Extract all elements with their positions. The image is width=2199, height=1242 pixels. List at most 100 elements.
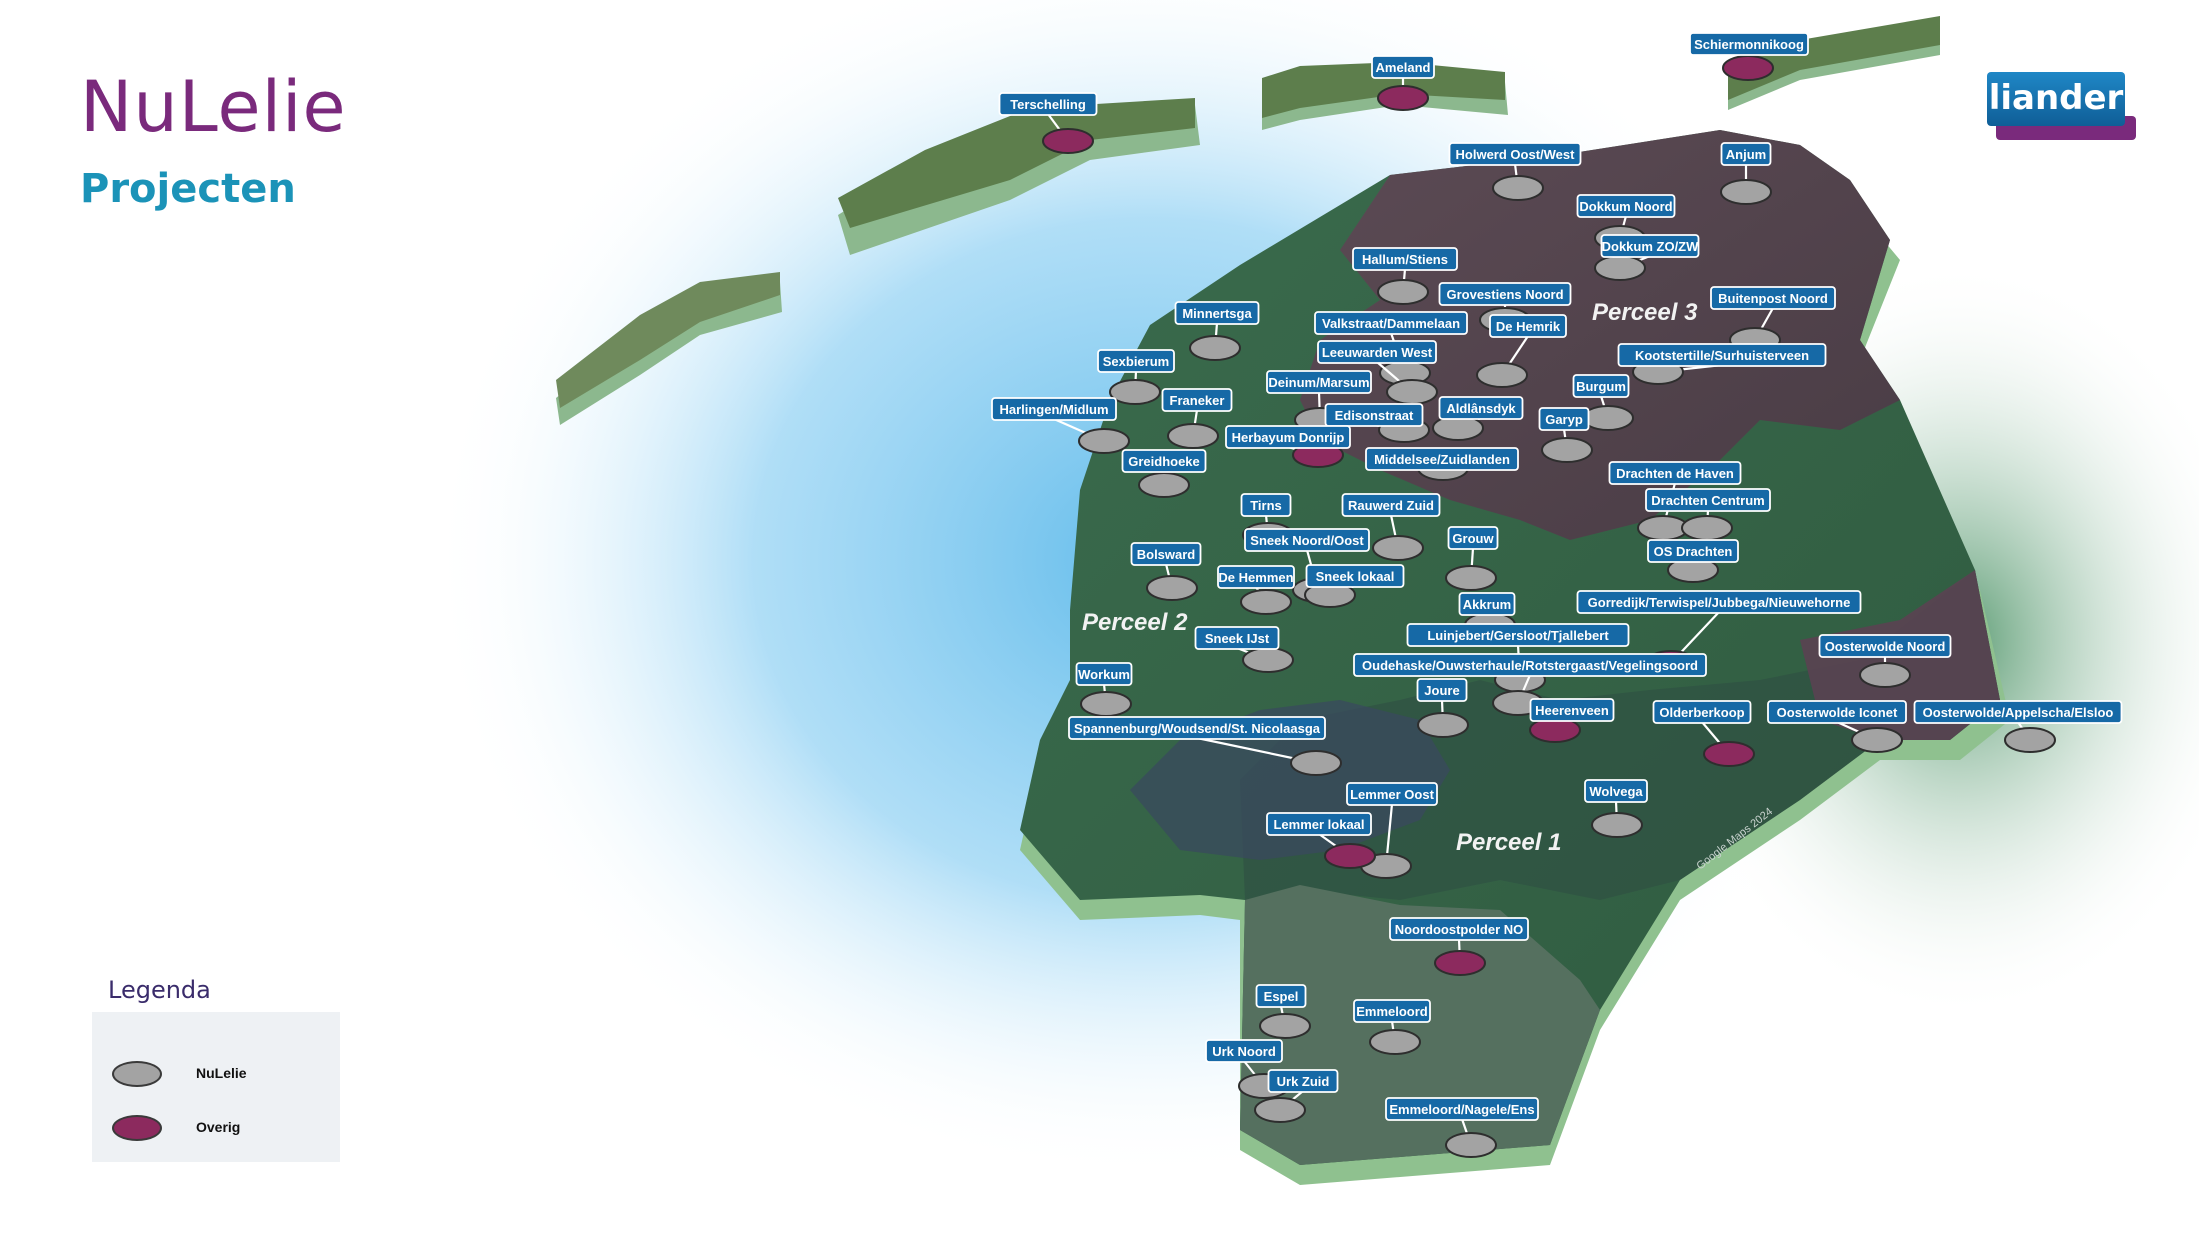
project-marker-drachten-de-haven[interactable]	[1637, 515, 1689, 541]
project-label-noordoostpolder-no[interactable]: Noordoostpolder NO	[1389, 917, 1529, 941]
project-label-terschelling[interactable]: Terschelling	[998, 92, 1098, 116]
project-label-anjum[interactable]: Anjum	[1720, 142, 1772, 166]
project-label-buitenpost-noord[interactable]: Buitenpost Noord	[1710, 286, 1836, 310]
project-label-edisonstraat[interactable]: Edisonstraat	[1324, 403, 1424, 427]
project-label-akkrum[interactable]: Akkrum	[1458, 592, 1516, 616]
project-label-grovestiens-noord[interactable]: Grovestiens Noord	[1438, 282, 1572, 306]
project-marker-olderberkoop[interactable]	[1703, 741, 1755, 767]
project-marker-leeuwarden-west[interactable]	[1386, 379, 1438, 405]
project-marker-sexbierum[interactable]	[1109, 379, 1161, 405]
project-label-olderberkoop[interactable]: Olderberkoop	[1652, 700, 1752, 724]
project-label-drachten-centrum[interactable]: Drachten Centrum	[1645, 488, 1771, 512]
project-marker-minnertsga[interactable]	[1189, 335, 1241, 361]
project-marker-bolsward[interactable]	[1146, 575, 1198, 601]
project-label-emmeloord-nagele-ens[interactable]: Emmeloord/Nagele/Ens	[1385, 1097, 1539, 1121]
project-label-heerenveen[interactable]: Heerenveen	[1529, 698, 1615, 722]
project-marker-de-hemrik[interactable]	[1476, 362, 1528, 388]
project-label-emmeloord[interactable]: Emmeloord	[1353, 999, 1431, 1023]
project-label-wolvega[interactable]: Wolvega	[1584, 779, 1648, 803]
project-label-minnertsga[interactable]: Minnertsga	[1174, 301, 1260, 325]
project-label-garyp[interactable]: Garyp	[1538, 407, 1590, 431]
project-marker-anjum[interactable]	[1720, 179, 1772, 205]
project-label-burgum[interactable]: Burgum	[1572, 374, 1630, 398]
project-marker-oosterwolde-iconet[interactable]	[1851, 727, 1903, 753]
project-marker-schiermonnikoog[interactable]	[1722, 55, 1774, 81]
project-label-schiermonnikoog[interactable]: Schiermonnikoog	[1689, 32, 1809, 56]
project-label-de-hemmen[interactable]: De Hemmen	[1217, 565, 1295, 589]
project-label-oosterwolde-iconet[interactable]: Oosterwolde Iconet	[1767, 700, 1907, 724]
project-marker-franeker[interactable]	[1167, 423, 1219, 449]
project-label-drachten-de-haven[interactable]: Drachten de Haven	[1608, 461, 1742, 485]
project-marker-noordoostpolder-no[interactable]	[1434, 950, 1486, 976]
project-label-box	[1538, 407, 1590, 431]
project-label-oosterwolde-appelscha-elsloo[interactable]: Oosterwolde/Appelscha/Elsloo	[1913, 700, 2123, 724]
project-label-oosterwolde-noord[interactable]: Oosterwolde Noord	[1818, 634, 1952, 658]
project-label-harlingen-midlum[interactable]: Harlingen/Midlum	[991, 397, 1117, 421]
project-label-luinjebert-gersloot-tjallebert[interactable]: Luinjebert/Gersloot/Tjallebert	[1406, 623, 1630, 647]
project-label-espel[interactable]: Espel	[1255, 984, 1307, 1008]
project-label-sneek-noord-oost[interactable]: Sneek Noord/Oost	[1244, 528, 1370, 552]
project-marker-ameland[interactable]	[1377, 85, 1429, 111]
project-label-herbayum-donrijp[interactable]: Herbayum Donrijp	[1225, 425, 1351, 449]
project-marker-drachten-centrum[interactable]	[1681, 515, 1733, 541]
project-marker-workum[interactable]	[1080, 691, 1132, 717]
project-marker-burgum[interactable]	[1582, 405, 1634, 431]
project-label-aldla-nsdyk[interactable]: Aldlânsdyk	[1438, 396, 1524, 420]
project-label-ameland[interactable]: Ameland	[1371, 55, 1435, 79]
project-label-sexbierum[interactable]: Sexbierum	[1097, 349, 1175, 373]
project-label-middelsee-zuidlanden[interactable]: Middelsee/Zuidlanden	[1365, 447, 1519, 471]
project-label-greidhoeke[interactable]: Greidhoeke	[1121, 449, 1207, 473]
project-marker-urk-zuid[interactable]	[1254, 1097, 1306, 1123]
project-marker-hallum-stiens[interactable]	[1377, 279, 1429, 305]
project-label-box	[1584, 779, 1648, 803]
project-label-gorredijk-terwispel-jubbega-nieuwehorne[interactable]: Gorredijk/Terwispel/Jubbega/Nieuwehorne	[1576, 590, 1862, 614]
project-marker-sneek-ijst[interactable]	[1242, 647, 1294, 673]
project-label-valkstraat-dammelaan[interactable]: Valkstraat/Dammelaan	[1314, 311, 1468, 335]
project-label-os-drachten[interactable]: OS Drachten	[1647, 539, 1739, 563]
project-label-spannenburg-woudsend-st-nicolaasga[interactable]: Spannenburg/Woudsend/St. Nicolaasga	[1068, 716, 1326, 740]
project-label-dokkum-noord[interactable]: Dokkum Noord	[1576, 194, 1676, 218]
project-label-oudehaske-ouwsterhaule-rotstergaast-vegelingsoord[interactable]: Oudehaske/Ouwsterhaule/Rotstergaast/Vege…	[1353, 653, 1707, 677]
project-label-kootstertille-surhuisterveen[interactable]: Kootstertille/Surhuisterveen	[1617, 343, 1827, 367]
project-marker-oosterwolde-appelscha-elsloo[interactable]	[2004, 727, 2056, 753]
project-label-lemmer-lokaal[interactable]: Lemmer lokaal	[1266, 812, 1372, 836]
project-label-sneek-ijst[interactable]: Sneek IJst	[1194, 626, 1280, 650]
project-marker-oosterwolde-noord[interactable]	[1859, 662, 1911, 688]
project-label-box	[1194, 626, 1280, 650]
project-label-holwerd-oost-west[interactable]: Holwerd Oost/West	[1448, 142, 1582, 166]
project-marker-holwerd-oost-west[interactable]	[1492, 175, 1544, 201]
project-label-text: Sneek IJst	[1205, 631, 1270, 646]
project-label-deinum-marsum[interactable]: Deinum/Marsum	[1266, 370, 1372, 394]
project-label-dokkum-zo-zw[interactable]: Dokkum ZO/ZW	[1600, 234, 1700, 258]
project-marker-terschelling[interactable]	[1042, 128, 1094, 154]
project-marker-harlingen-midlum[interactable]	[1078, 428, 1130, 454]
project-marker-greidhoeke[interactable]	[1138, 472, 1190, 498]
project-label-grouw[interactable]: Grouw	[1447, 526, 1499, 550]
project-label-urk-zuid[interactable]: Urk Zuid	[1267, 1069, 1339, 1093]
project-label-workum[interactable]: Workum	[1075, 662, 1133, 686]
project-marker-emmeloord[interactable]	[1369, 1029, 1421, 1055]
project-label-urk-noord[interactable]: Urk Noord	[1205, 1039, 1283, 1063]
project-label-de-hemrik[interactable]: De Hemrik	[1489, 314, 1567, 338]
project-marker-rauwerd-zuid[interactable]	[1372, 535, 1424, 561]
project-marker-emmeloord-nagele-ens[interactable]	[1445, 1132, 1497, 1158]
project-marker-espel[interactable]	[1259, 1013, 1311, 1039]
project-marker-lemmer-lokaal[interactable]	[1324, 843, 1376, 869]
page-title: NuLelie	[80, 66, 347, 148]
project-label-bolsward[interactable]: Bolsward	[1130, 542, 1202, 566]
project-marker-grouw[interactable]	[1445, 565, 1497, 591]
project-label-hallum-stiens[interactable]: Hallum/Stiens	[1352, 247, 1458, 271]
project-label-franeker[interactable]: Franeker	[1161, 388, 1233, 412]
project-label-tirns[interactable]: Tirns	[1240, 493, 1292, 517]
project-label-lemmer-oost[interactable]: Lemmer Oost	[1346, 782, 1438, 806]
project-marker-joure[interactable]	[1417, 712, 1469, 738]
project-marker-wolvega[interactable]	[1591, 812, 1643, 838]
project-label-joure[interactable]: Joure	[1416, 678, 1468, 702]
project-label-leeuwarden-west[interactable]: Leeuwarden West	[1317, 340, 1437, 364]
project-marker-dokkum-zo-zw[interactable]	[1594, 255, 1646, 281]
project-label-rauwerd-zuid[interactable]: Rauwerd Zuid	[1341, 493, 1441, 517]
project-marker-spannenburg-woudsend-st-nicolaasga[interactable]	[1290, 750, 1342, 776]
project-marker-garyp[interactable]	[1541, 437, 1593, 463]
project-label-sneek-lokaal[interactable]: Sneek lokaal	[1305, 564, 1405, 588]
project-marker-de-hemmen[interactable]	[1240, 589, 1292, 615]
